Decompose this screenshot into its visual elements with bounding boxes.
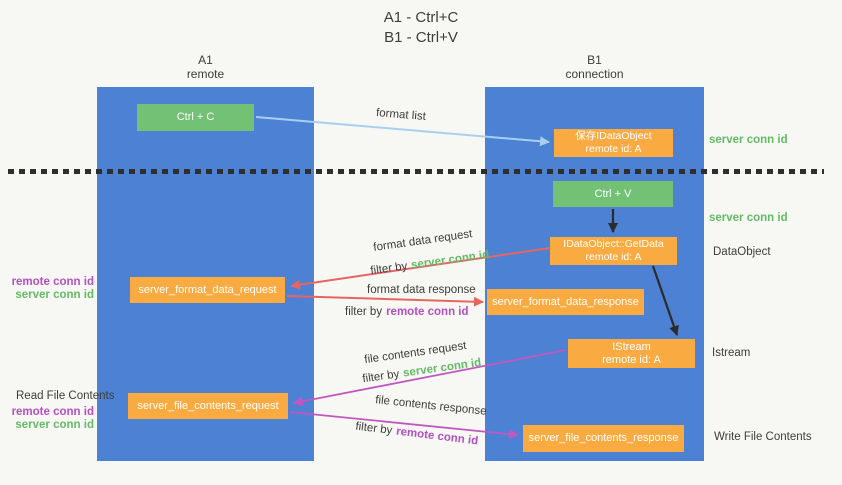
box-idataobject-getdata-line1: IDataObject::GetData	[563, 238, 664, 250]
box-server-format-data-response: server_format_data_response	[487, 289, 644, 315]
box-save-idataobject-line1: 保存IDataObject	[575, 130, 652, 142]
side-label-read-file-contents: Read File Contents	[16, 390, 115, 402]
server-conn-id-text: server conn id	[15, 419, 94, 431]
lane-a1-name: A1	[198, 53, 213, 67]
lane-b1-role: connection	[565, 67, 624, 81]
box-server-file-contents-request: server_file_contents_request	[128, 393, 288, 419]
remote-conn-id-text: remote conn id	[395, 425, 479, 448]
lane-a1-role: remote	[186, 67, 225, 81]
remote-conn-id-text: remote conn id	[386, 306, 469, 318]
box-ctrl-v-label: Ctrl + V	[594, 187, 632, 200]
filter-by-text: filter by	[361, 368, 401, 386]
server-conn-id-text: server conn id	[15, 289, 94, 301]
label-file-contents-response: file contents response	[374, 394, 488, 418]
filter-by-text: filter by	[369, 260, 409, 278]
server-conn-id-text: server conn id	[410, 248, 490, 272]
box-server-file-contents-response: server_file_contents_response	[523, 425, 684, 452]
side-label-conn-id-pair-2: remote conn id server conn id	[0, 406, 94, 432]
label-format-data-request: format data request	[372, 228, 474, 254]
side-label-istream: Istream	[712, 347, 751, 359]
arrow-format-data-response	[286, 295, 484, 307]
lane-b1-name: B1	[587, 53, 602, 67]
dotted-separator-line	[8, 169, 824, 174]
box-server-file-contents-request-label: server_file_contents_request	[137, 399, 279, 412]
box-idataobject-getdata: IDataObject::GetData remote id: A	[550, 237, 677, 265]
box-istream-line1: IStream	[612, 340, 651, 353]
box-ctrl-c: Ctrl + C	[137, 104, 254, 131]
diagram-title: A1 - Ctrl+C B1 - Ctrl+V	[0, 8, 842, 48]
box-save-idataobject-line2: remote id: A	[585, 143, 642, 155]
box-istream-line2: remote id: A	[602, 353, 661, 366]
box-istream: IStream remote id: A	[568, 339, 695, 368]
box-server-format-data-request-label: server_format_data_request	[138, 283, 277, 296]
lane-header-b1: B1 connection	[485, 53, 704, 81]
box-save-idataobject: 保存IDataObject remote id: A	[554, 129, 673, 157]
remote-conn-id-text: remote conn id	[11, 406, 94, 418]
server-conn-id-text: server conn id	[402, 356, 482, 380]
box-server-format-data-request: server_format_data_request	[130, 277, 285, 303]
filter-by-text: filter by	[345, 306, 383, 318]
title-line-1: A1 - Ctrl+C	[383, 9, 459, 26]
box-ctrl-v: Ctrl + V	[553, 181, 673, 207]
filter-by-text: filter by	[354, 420, 393, 437]
side-label-write-file-contents: Write File Contents	[714, 431, 812, 443]
box-server-file-contents-response-label: server_file_contents_response	[528, 432, 679, 444]
label-format-list: format list	[375, 107, 427, 123]
side-label-server-conn-id-mid: server conn id	[709, 212, 788, 224]
remote-conn-id-text: remote conn id	[11, 276, 94, 288]
side-label-conn-id-pair-1: remote conn id server conn id	[0, 276, 94, 302]
side-label-server-conn-id-top: server conn id	[709, 134, 788, 146]
side-label-dataobject: DataObject	[713, 246, 771, 258]
box-idataobject-getdata-line2: remote id: A	[585, 251, 642, 263]
label-format-data-response: format data response	[367, 284, 476, 296]
box-server-format-data-response-label: server_format_data_response	[492, 295, 639, 308]
box-ctrl-c-label: Ctrl + C	[176, 111, 215, 123]
lane-header-a1: A1 remote	[97, 53, 314, 81]
title-line-2: B1 - Ctrl+V	[384, 29, 458, 46]
